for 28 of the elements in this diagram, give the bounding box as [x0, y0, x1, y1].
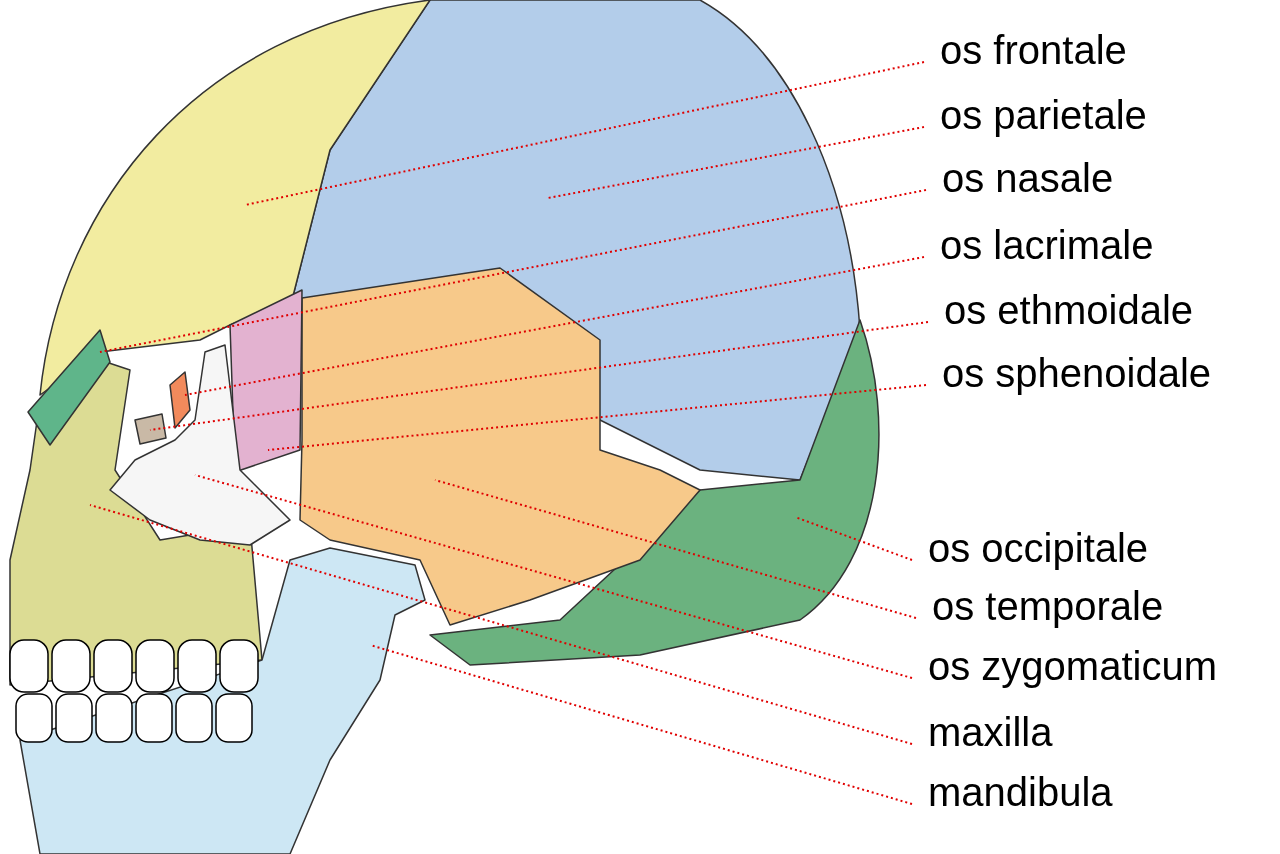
leader-line [434, 479, 917, 619]
bone-region [299, 267, 701, 626]
bone-label: os nasale [942, 155, 1114, 201]
bone-label: os parietale [940, 92, 1147, 138]
bone-region [109, 344, 291, 546]
bone-label: os ethmoidale [944, 287, 1194, 333]
bone-label: os zygomaticum [928, 643, 1217, 689]
leader-line [547, 126, 925, 199]
bone-region [229, 289, 303, 473]
bone-region [134, 413, 167, 445]
bone-label: maxilla [928, 709, 1053, 755]
bone-region [429, 319, 880, 666]
leader-line [794, 516, 913, 561]
bone-label: os occipitale [928, 525, 1149, 571]
leader-line [184, 256, 925, 396]
bone-region [27, 329, 111, 446]
leader-line [99, 189, 927, 353]
bone-label: mandibula [928, 769, 1113, 815]
leader-line [89, 504, 913, 745]
bone-label: os lacrimale [940, 222, 1154, 268]
bone-label: os temporale [932, 583, 1164, 629]
leader-line [267, 384, 927, 451]
leader-line [149, 321, 929, 431]
leader-line [244, 61, 925, 206]
bone-region [169, 371, 191, 429]
bone-region [39, 0, 431, 396]
bone-label: os sphenoidale [942, 350, 1212, 396]
bone-label: os frontale [940, 27, 1127, 73]
